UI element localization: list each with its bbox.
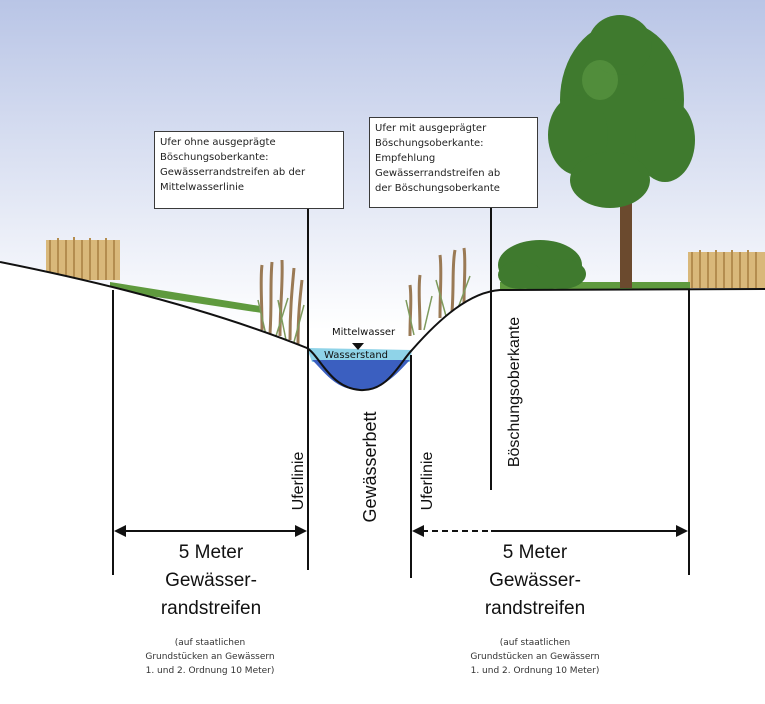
reed-grass-right-leaves	[405, 275, 471, 336]
strip-right-note-2: Grundstücken an Gewässern	[470, 652, 600, 662]
water-surface	[307, 348, 412, 362]
callout-left: Ufer ohne ausgeprägte Böschungsoberkante…	[154, 131, 344, 209]
reed-grass-left-leaves	[257, 297, 305, 343]
wheat-field-right	[688, 250, 765, 288]
wasserstand-label: Wasserstand	[324, 350, 389, 361]
strip-left-note-1: (auf staatlichen	[174, 638, 246, 648]
strip-right-title-1: Gewässer-	[489, 570, 581, 591]
mittelwasser-marker-icon	[352, 343, 364, 350]
strip-right-distance: 5 Meter	[502, 542, 568, 563]
boeschungsoberkante-label: Böschungsoberkante	[506, 316, 523, 468]
strip-left-title-2: randstreifen	[160, 598, 262, 619]
strip-left-dimension-arrow	[114, 525, 307, 537]
grass-left	[110, 282, 262, 313]
reed-grass-right	[408, 247, 467, 337]
ground	[0, 262, 765, 704]
tree-icon	[548, 15, 695, 288]
strip-right-note-1: (auf staatlichen	[499, 638, 571, 648]
strip-left-note-3: 1. und 2. Ordnung 10 Meter)	[145, 666, 275, 676]
strip-right-dimension-arrow	[412, 525, 688, 537]
strip-right-title-2: randstreifen	[484, 598, 586, 619]
bush-icon	[498, 240, 586, 290]
callout-right: Ufer mit ausgeprägter Böschungsoberkante…	[369, 117, 538, 208]
strip-right-note-3: 1. und 2. Ordnung 10 Meter)	[470, 666, 600, 676]
gewaesserbett-label: Gewässerbett	[360, 411, 380, 523]
uferlinie-left-label: Uferlinie	[290, 451, 307, 511]
strip-left-distance: 5 Meter	[178, 542, 244, 563]
reed-grass-left	[259, 259, 304, 345]
mittelwasser-label: Mittelwasser	[332, 327, 396, 338]
strip-left-title-1: Gewässer-	[165, 570, 257, 591]
ground-profile-line	[0, 261, 765, 392]
uferlinie-right-label: Uferlinie	[419, 451, 436, 511]
strip-left-note-2: Grundstücken an Gewässern	[145, 652, 275, 662]
